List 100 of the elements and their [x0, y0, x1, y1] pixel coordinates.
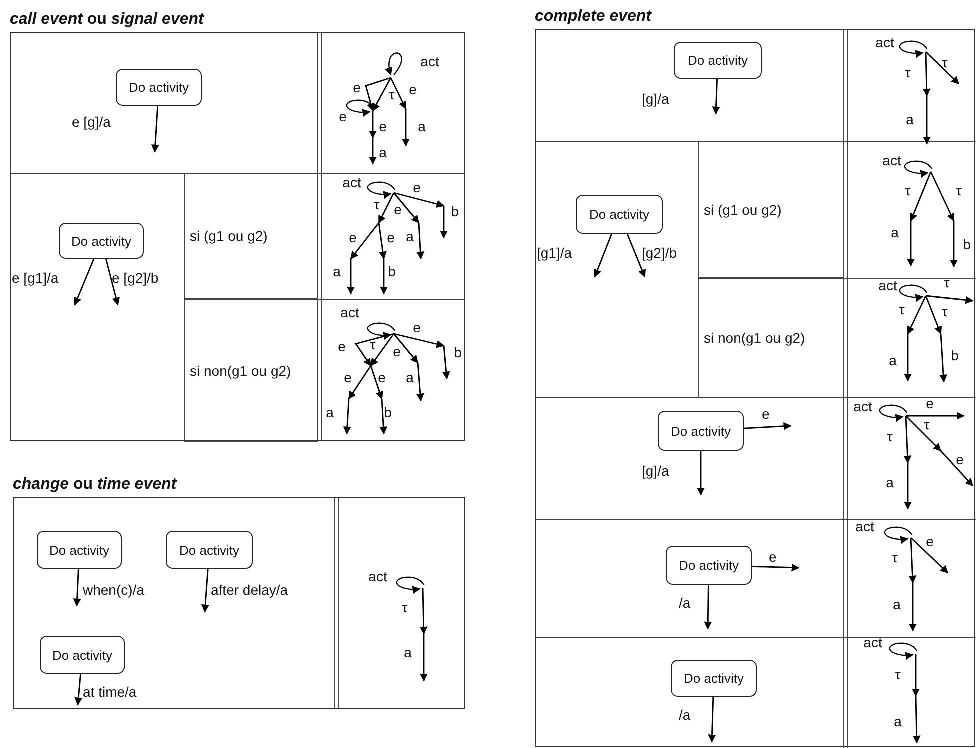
edge-label: e [769, 549, 777, 565]
arrow [594, 234, 612, 278]
tree-label: τ [402, 600, 408, 616]
tree-label: b [454, 346, 462, 360]
transition-tree-drawing [396, 576, 428, 682]
tree-label: e [409, 82, 417, 98]
tree-label: a [404, 646, 412, 660]
tree-label: act [368, 570, 388, 584]
tree-label: e [956, 452, 964, 468]
tree-label: τ [924, 418, 930, 432]
tree-label: e [379, 120, 387, 134]
tree-label: b [963, 238, 971, 252]
tree-label: act [876, 36, 894, 50]
transition-tree-drawing [884, 526, 949, 632]
edge-label: e [762, 406, 770, 422]
activity-box: Do activity [59, 223, 144, 259]
arrow [105, 258, 120, 306]
activity-box: Do activity [666, 546, 752, 585]
tree-label: a [333, 264, 341, 280]
tree-label: a [894, 714, 902, 730]
tree-label: τ [389, 88, 395, 102]
arrow [744, 422, 792, 430]
tree-label: b [451, 204, 459, 220]
tree-label: a [406, 230, 414, 244]
tree-label: a [891, 226, 899, 240]
tree-label: a [893, 598, 901, 612]
tree-label: b [951, 348, 959, 364]
arrow [626, 234, 646, 278]
tree-label: act [878, 278, 898, 294]
edge-label: [g]/a [642, 91, 670, 107]
activity-box: Do activity [40, 636, 125, 674]
tree-label: e [344, 370, 352, 386]
tree-label: act [420, 54, 440, 70]
tree-label: act [854, 400, 872, 414]
edge-label: e [g2]/b [112, 270, 159, 286]
tree-label: act [340, 306, 360, 320]
tree-label: a [906, 112, 914, 128]
tree-label: τ [905, 184, 911, 198]
arrow [74, 674, 83, 706]
activity-box: Do activity [674, 42, 762, 79]
tree-label: act [882, 154, 902, 168]
arrow [151, 106, 160, 153]
edge-label: at time/a [83, 684, 137, 700]
tree-label: b [384, 406, 392, 420]
tree-label: τ [942, 56, 948, 70]
edge-label: [g2]/b [642, 245, 678, 261]
edge-label: [g1]/a [537, 245, 572, 261]
arrow [704, 584, 712, 630]
activity-box: Do activity [671, 660, 757, 697]
transition-tree-drawing [904, 160, 958, 268]
activity-box: Do activity [116, 69, 202, 106]
edge-label: e [g1]/a [12, 270, 59, 286]
section-title: change ou time event [13, 475, 177, 495]
arrow [697, 451, 705, 496]
tree-label: e [926, 396, 934, 412]
section-title: complete event [535, 7, 652, 27]
tree-label: τ [944, 276, 950, 290]
tree-label: τ [899, 302, 905, 318]
edge-label: after delay/a [211, 582, 288, 598]
tree-label: act [342, 176, 362, 190]
tree-label: e [394, 202, 402, 218]
tree-label: act [856, 520, 874, 534]
arrow [74, 258, 95, 306]
tree-label: a [406, 370, 414, 386]
activity-box: Do activity [37, 531, 122, 569]
tree-label: τ [370, 338, 376, 352]
transition-tree-drawing [889, 642, 921, 744]
section-title: call event ou signal event [10, 10, 204, 30]
tree-label: τ [374, 198, 380, 212]
tree-label: e [339, 110, 347, 124]
tree-label: a [379, 146, 387, 160]
tree-label: e [353, 80, 361, 96]
activity-box: Do activity [166, 531, 253, 569]
tree-label: τ [942, 304, 948, 320]
tree-label: e [387, 230, 395, 246]
tree-label: act [864, 636, 882, 650]
edge-label: when(c)/a [83, 582, 144, 598]
tree-label: a [886, 476, 894, 490]
tree-label: τ [887, 430, 893, 444]
edge-label: /a [679, 707, 691, 723]
activity-box: Do activity [576, 195, 663, 234]
tree-label: a [418, 120, 426, 134]
arrow [73, 568, 82, 607]
activity-box: Do activity [658, 411, 744, 451]
tree-label: e [349, 230, 357, 246]
arrow [752, 564, 800, 572]
edge-label: [g]/a [642, 463, 670, 479]
transition-tree-drawing [346, 52, 410, 165]
tree-label: τ [905, 66, 911, 80]
arrow [712, 78, 720, 115]
tree-label: e [338, 340, 346, 354]
tree-label: τ [892, 550, 898, 566]
tree-label: e [378, 370, 386, 386]
tree-label: e [413, 320, 421, 336]
transition-tree-drawing [899, 40, 960, 145]
tree-label: e [413, 180, 421, 196]
tree-label: e [926, 534, 934, 550]
edge-label: /a [679, 595, 691, 611]
arrow [202, 568, 210, 613]
tree-label: b [388, 264, 396, 280]
